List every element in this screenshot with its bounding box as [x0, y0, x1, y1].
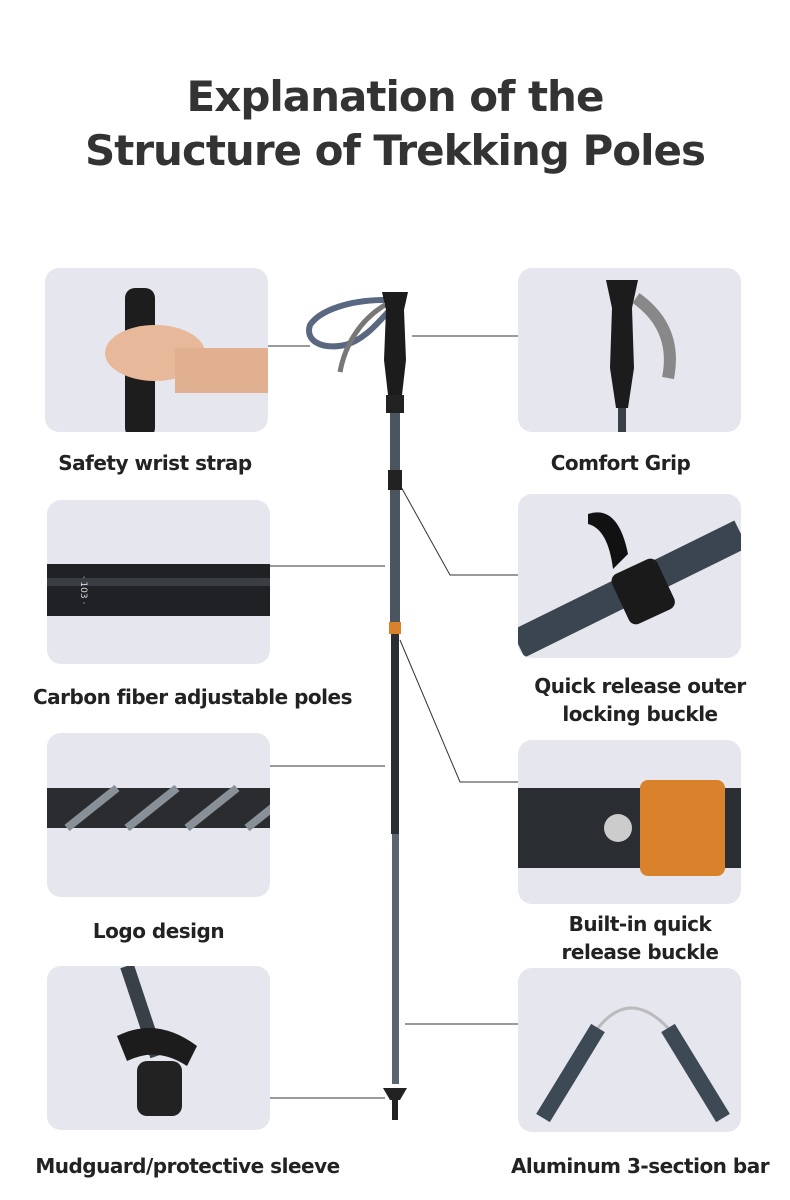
basket-icon: [383, 1088, 407, 1100]
panel-carbon-fiber: · 103 ·: [47, 500, 270, 664]
panel-comfort-grip: [518, 268, 741, 432]
title-line-2: Structure of Trekking Poles: [85, 126, 706, 175]
panel-aluminum-bar: [518, 968, 741, 1132]
label-mudguard: Mudguard/protective sleeve: [35, 1154, 340, 1178]
label-aluminum: Aluminum 3-section bar: [510, 1154, 770, 1178]
label-safety-wrist-strap: Safety wrist strap: [58, 451, 252, 475]
label-carbon-fiber: Carbon fiber adjustable poles: [32, 685, 353, 709]
wrist-strap-icon: [306, 297, 393, 350]
panel-builtin-quick-release: [518, 740, 741, 904]
panel-logo-design: [47, 733, 270, 897]
label-builtin-quick-1: Built-in quick: [568, 912, 712, 936]
panel-mudguard: [47, 966, 270, 1130]
grip-icon: [382, 292, 408, 395]
label-quick-release-outer-2: locking buckle: [562, 702, 718, 726]
lower-shaft: [392, 834, 399, 1084]
lock-buckle-icon: [388, 470, 402, 490]
connector-lines: [268, 335, 518, 1099]
panel-wrist-strap: [45, 268, 268, 432]
label-quick-release-outer-1: Quick release outer: [534, 674, 746, 698]
label-logo-design: Logo design: [92, 919, 225, 943]
upper-shaft: [390, 413, 400, 623]
orange-buckle-icon: [389, 622, 401, 634]
carbon-section: [391, 634, 399, 834]
title-line-1: Explanation of the: [186, 72, 605, 121]
pole-marking: · 103 ·: [78, 576, 88, 605]
label-builtin-quick-2: release buckle: [561, 940, 719, 964]
label-comfort-grip: Comfort Grip: [550, 451, 691, 475]
panel-quick-release-outer: [518, 494, 741, 658]
